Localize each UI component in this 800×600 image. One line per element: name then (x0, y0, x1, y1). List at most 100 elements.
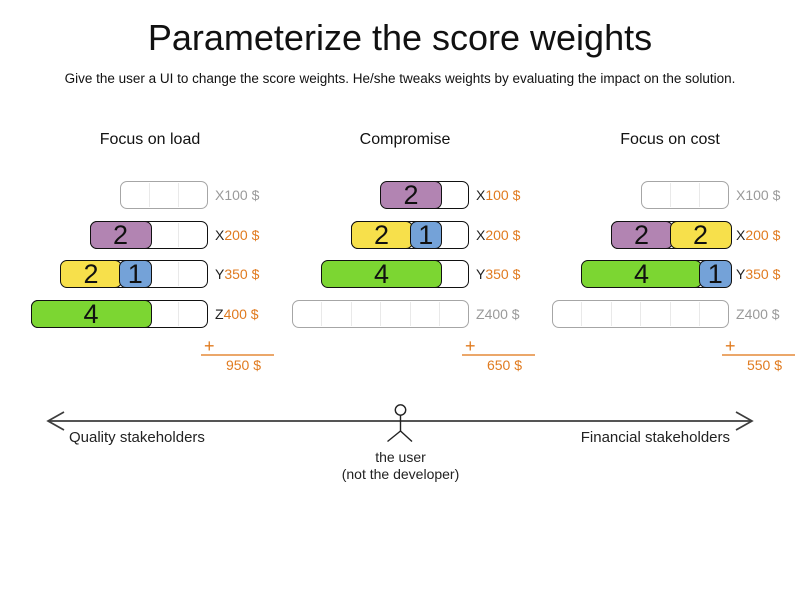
green-weight-block: 4 (30, 298, 152, 329)
cell-divider (669, 183, 671, 207)
constraint-cost: 200 $ (485, 227, 521, 243)
constraint-letter: Y (215, 266, 225, 282)
panel-title: Focus on cost (620, 131, 720, 148)
user-left-leg (387, 430, 401, 443)
constraint-cost: 400 $ (223, 306, 259, 322)
sum-line (201, 353, 274, 356)
constraint-letter: X (736, 187, 746, 203)
constraint-letter: X (476, 187, 486, 203)
slide-subtitle: Give the user a UI to change the score w… (64, 71, 736, 86)
cell-divider (640, 302, 641, 326)
weight-value: 2 (112, 219, 129, 250)
plus-sign: + (204, 336, 215, 356)
cell-divider (669, 302, 671, 326)
weight-track: 4 (30, 298, 208, 329)
sum-line (462, 353, 535, 356)
row-label: X 100 $ (736, 181, 780, 209)
constraint-cost: 350 $ (224, 266, 260, 282)
weight-track (552, 300, 729, 328)
green-weight-block: 4 (321, 259, 442, 288)
weight-track: 2 (89, 219, 208, 250)
weight-value: 1 (418, 219, 434, 250)
weight-track: 2 (380, 179, 469, 210)
row-label: X 200 $ (736, 221, 780, 249)
user-label-line1: the user (375, 449, 426, 465)
constraint-letter: X (736, 227, 746, 243)
constraint-letter: Z (215, 306, 224, 322)
weight-value: 1 (707, 258, 723, 289)
panel-title: Focus on load (99, 131, 201, 148)
panel-title: Compromise (359, 131, 451, 148)
purple-weight-block: 2 (610, 219, 673, 250)
weight-value: 4 (633, 258, 650, 289)
constraint-cost: 200 $ (224, 227, 260, 243)
weight-track: 4 (321, 259, 469, 288)
cell-divider (409, 302, 411, 326)
cell-divider (350, 302, 352, 326)
constraint-letter: Z (736, 306, 745, 322)
user-right-leg (400, 430, 413, 443)
purple-weight-block: 2 (380, 179, 442, 210)
row-label: Z 400 $ (215, 300, 259, 328)
user-head (394, 404, 407, 416)
weight-value: 2 (633, 219, 650, 250)
axis-label-financial-stakeholders: Financial stakeholders (580, 429, 730, 446)
cell-divider (380, 302, 381, 326)
weight-track (292, 300, 469, 328)
plus-sign: + (725, 336, 736, 356)
cell-divider (581, 302, 582, 326)
left-arrowhead-icon (46, 411, 65, 431)
constraint-cost: 100 $ (224, 187, 260, 203)
constraint-letter: Y (736, 266, 746, 282)
constraint-cost: 100 $ (485, 187, 521, 203)
constraint-letter: Y (476, 266, 486, 282)
constraint-cost: 400 $ (744, 306, 780, 322)
cell-divider (148, 183, 150, 207)
row-label: Z 400 $ (736, 300, 780, 328)
row-label: Y 350 $ (215, 260, 259, 288)
total-value: 950 $ (225, 357, 262, 373)
constraint-letter: X (476, 227, 486, 243)
weight-value: 4 (83, 298, 99, 329)
row-label: Z 400 $ (476, 300, 520, 328)
slide-title: Parameterize the score weights (147, 17, 653, 58)
cell-divider (321, 302, 322, 326)
weight-track (640, 181, 729, 209)
constraint-cost: 400 $ (484, 306, 520, 322)
total-value: 550 $ (746, 357, 783, 373)
yellow-weight-block: 2 (350, 219, 413, 250)
constraint-cost: 100 $ (745, 187, 781, 203)
row-label: X 100 $ (476, 181, 520, 209)
weight-value: 2 (373, 219, 390, 250)
row-label: X 200 $ (476, 221, 520, 249)
cell-divider (610, 302, 612, 326)
cell-divider (178, 183, 179, 207)
axis-label-quality-stakeholders: Quality stakeholders (69, 429, 205, 446)
sum-line (722, 353, 795, 356)
weight-value: 2 (403, 179, 419, 210)
user-label-line2: (not the developer) (341, 466, 460, 482)
weight-value: 1 (127, 258, 143, 289)
cell-divider (439, 302, 440, 326)
right-arrowhead-icon (735, 411, 754, 431)
constraint-letter: Z (476, 306, 485, 322)
row-label: X 100 $ (215, 181, 259, 209)
yellow-weight-block: 2 (669, 220, 732, 249)
weight-value: 2 (83, 258, 99, 289)
constraint-letter: X (215, 187, 225, 203)
blue-weight-block: 1 (409, 219, 442, 250)
cell-divider (178, 223, 179, 247)
row-label: Y 350 $ (476, 260, 520, 288)
user-icon (387, 404, 413, 443)
total-value: 650 $ (486, 357, 523, 373)
cell-divider (178, 302, 179, 326)
constraint-letter: X (215, 227, 225, 243)
constraint-cost: 350 $ (485, 266, 521, 282)
green-weight-block: 4 (581, 258, 702, 289)
row-label: Y 350 $ (736, 260, 780, 288)
